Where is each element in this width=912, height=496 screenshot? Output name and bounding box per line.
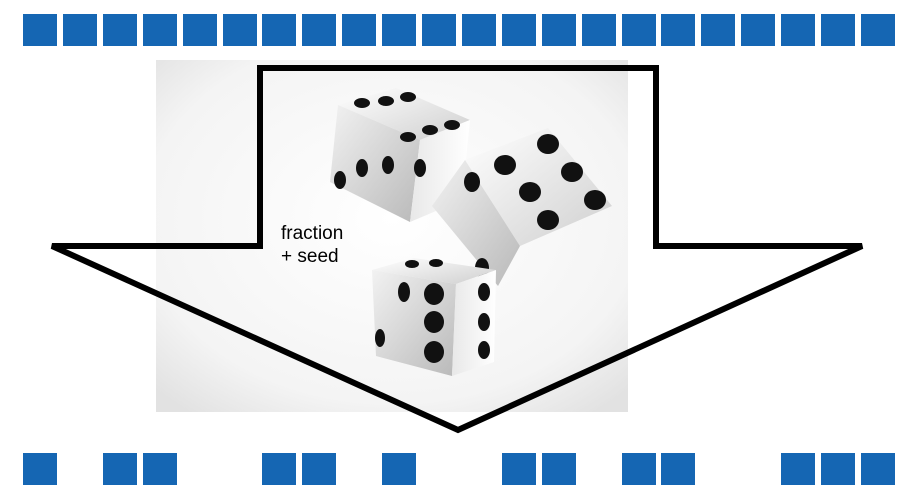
sampled-block bbox=[143, 453, 177, 485]
sampled-block bbox=[622, 453, 656, 485]
source-block bbox=[661, 14, 695, 46]
source-block bbox=[143, 14, 177, 46]
dice-image bbox=[330, 88, 612, 376]
sampled-block bbox=[781, 453, 815, 485]
sampled-block bbox=[821, 453, 855, 485]
source-block bbox=[422, 14, 456, 46]
die-bottom bbox=[372, 258, 496, 376]
source-block bbox=[342, 14, 376, 46]
source-block bbox=[382, 14, 416, 46]
source-block bbox=[622, 14, 656, 46]
arrow-caption: fraction + seed bbox=[281, 222, 343, 268]
sampled-block bbox=[861, 453, 895, 485]
sampled-blocks-row bbox=[0, 453, 912, 485]
source-block bbox=[741, 14, 775, 46]
source-blocks-row bbox=[0, 14, 912, 46]
down-arrow bbox=[50, 65, 864, 434]
sampled-block bbox=[542, 453, 576, 485]
sampled-block bbox=[382, 453, 416, 485]
source-block bbox=[502, 14, 536, 46]
source-block bbox=[542, 14, 576, 46]
die-right bbox=[432, 128, 612, 286]
source-block bbox=[781, 14, 815, 46]
sampled-block bbox=[23, 453, 57, 485]
source-block bbox=[63, 14, 97, 46]
source-block bbox=[103, 14, 137, 46]
source-block bbox=[23, 14, 57, 46]
source-block bbox=[262, 14, 296, 46]
die-top-left bbox=[330, 88, 470, 222]
caption-fraction: fraction bbox=[281, 223, 344, 244]
source-block bbox=[183, 14, 217, 46]
source-block bbox=[302, 14, 336, 46]
sampled-block bbox=[661, 453, 695, 485]
sampled-block bbox=[302, 453, 336, 485]
sampled-block bbox=[262, 453, 296, 485]
source-block bbox=[462, 14, 496, 46]
source-block bbox=[223, 14, 257, 46]
source-block bbox=[582, 14, 616, 46]
source-block bbox=[861, 14, 895, 46]
sampled-block bbox=[502, 453, 536, 485]
sampled-block bbox=[103, 453, 137, 485]
source-block bbox=[701, 14, 735, 46]
caption-seed: + seed bbox=[281, 246, 339, 267]
source-block bbox=[821, 14, 855, 46]
